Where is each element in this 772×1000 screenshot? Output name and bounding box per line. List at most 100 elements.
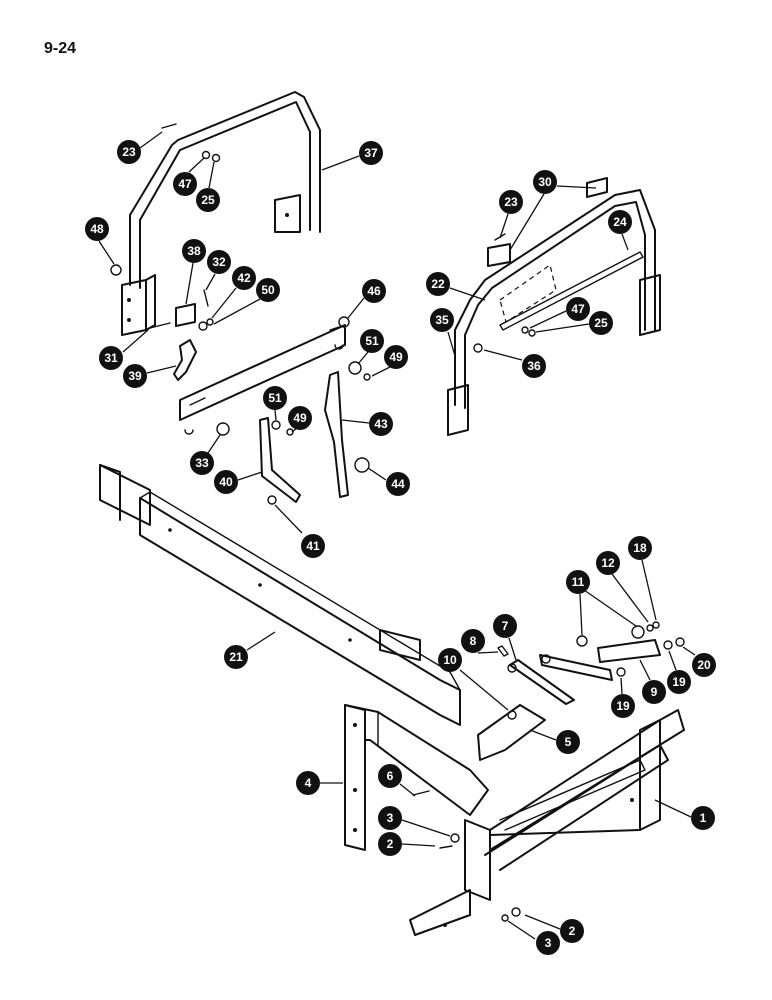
callout-3: 3 bbox=[378, 806, 451, 837]
svg-text:10: 10 bbox=[443, 653, 457, 667]
svg-text:31: 31 bbox=[104, 351, 118, 365]
callout-18: 18 bbox=[628, 536, 657, 621]
upright-post bbox=[344, 704, 489, 851]
callout-36: 36 bbox=[483, 349, 546, 378]
svg-text:2: 2 bbox=[387, 837, 394, 851]
callout-19: 19 bbox=[667, 650, 691, 694]
svg-text:9: 9 bbox=[651, 685, 658, 699]
svg-text:41: 41 bbox=[306, 539, 320, 553]
callout-39: 39 bbox=[123, 364, 177, 388]
callout-41: 41 bbox=[274, 504, 325, 558]
callout-5: 5 bbox=[529, 729, 580, 754]
callout-21: 21 bbox=[224, 631, 276, 669]
callout-49: 49 bbox=[288, 406, 312, 433]
svg-text:37: 37 bbox=[364, 146, 378, 160]
svg-text:25: 25 bbox=[201, 193, 215, 207]
svg-text:4: 4 bbox=[305, 776, 312, 790]
callout-35: 35 bbox=[430, 308, 456, 357]
callout-6: 6 bbox=[378, 764, 416, 797]
left-upper-guard bbox=[121, 91, 321, 336]
callout-32: 32 bbox=[205, 250, 231, 291]
svg-text:24: 24 bbox=[613, 215, 627, 229]
latch-assembly bbox=[149, 289, 214, 381]
callout-23: 23 bbox=[117, 131, 163, 164]
svg-text:19: 19 bbox=[616, 699, 630, 713]
callouts: 1 2 2 3 3 4 5 6 7 8 9 10 11 12 18 19 19 … bbox=[85, 131, 716, 955]
svg-text:6: 6 bbox=[387, 769, 394, 783]
callout-20: 20 bbox=[682, 646, 716, 677]
svg-text:47: 47 bbox=[178, 177, 192, 191]
upper-cross-bar bbox=[179, 316, 350, 435]
svg-text:39: 39 bbox=[128, 369, 142, 383]
callout-33: 33 bbox=[190, 434, 221, 475]
levers bbox=[216, 361, 371, 505]
svg-text:32: 32 bbox=[212, 255, 226, 269]
svg-text:3: 3 bbox=[387, 811, 394, 825]
callout-49: 49 bbox=[371, 345, 408, 377]
svg-text:48: 48 bbox=[90, 222, 104, 236]
svg-text:30: 30 bbox=[538, 175, 552, 189]
callout-19: 19 bbox=[611, 677, 635, 718]
svg-text:5: 5 bbox=[565, 735, 572, 749]
right-upper-guard bbox=[447, 177, 661, 436]
svg-text:49: 49 bbox=[293, 411, 307, 425]
top-left-hardware bbox=[110, 123, 221, 276]
callout-47: 47 bbox=[173, 157, 205, 196]
svg-text:35: 35 bbox=[435, 313, 449, 327]
callout-2: 2 bbox=[524, 914, 584, 943]
callout-12: 12 bbox=[596, 551, 649, 623]
svg-text:38: 38 bbox=[187, 244, 201, 258]
svg-text:7: 7 bbox=[502, 619, 509, 633]
svg-text:21: 21 bbox=[229, 650, 243, 664]
callout-7: 7 bbox=[493, 614, 517, 661]
linkage-parts bbox=[477, 621, 685, 761]
callout-31: 31 bbox=[99, 329, 149, 370]
svg-text:51: 51 bbox=[365, 334, 379, 348]
svg-text:46: 46 bbox=[367, 284, 381, 298]
svg-text:49: 49 bbox=[389, 350, 403, 364]
svg-text:51: 51 bbox=[268, 391, 282, 405]
callout-48: 48 bbox=[85, 217, 115, 265]
callout-24: 24 bbox=[608, 210, 632, 251]
callout-38: 38 bbox=[182, 239, 206, 305]
callout-2: 2 bbox=[378, 832, 436, 856]
callout-23: 23 bbox=[499, 190, 523, 239]
callout-46: 46 bbox=[347, 279, 386, 319]
callout-37: 37 bbox=[321, 141, 383, 171]
svg-text:18: 18 bbox=[633, 541, 647, 555]
svg-text:36: 36 bbox=[527, 359, 541, 373]
svg-text:8: 8 bbox=[470, 634, 477, 648]
svg-text:19: 19 bbox=[672, 675, 686, 689]
page-number: 9-24 bbox=[44, 40, 77, 57]
svg-text:43: 43 bbox=[374, 417, 388, 431]
callout-22: 22 bbox=[426, 272, 486, 301]
svg-text:23: 23 bbox=[504, 195, 518, 209]
svg-text:23: 23 bbox=[122, 145, 136, 159]
svg-text:1: 1 bbox=[700, 811, 707, 825]
svg-text:44: 44 bbox=[391, 477, 405, 491]
callout-10: 10 bbox=[438, 648, 509, 711]
callout-40: 40 bbox=[214, 470, 263, 494]
callout-4: 4 bbox=[296, 771, 343, 795]
svg-text:25: 25 bbox=[594, 316, 608, 330]
callout-11: 11 bbox=[566, 570, 637, 636]
callout-9: 9 bbox=[639, 659, 666, 704]
main-frame bbox=[409, 709, 685, 936]
svg-text:20: 20 bbox=[697, 658, 711, 672]
callout-42: 42 bbox=[211, 266, 256, 319]
svg-text:50: 50 bbox=[261, 283, 275, 297]
svg-text:11: 11 bbox=[572, 575, 585, 589]
callout-50: 50 bbox=[213, 278, 280, 325]
callout-8: 8 bbox=[461, 629, 499, 654]
callout-25: 25 bbox=[535, 311, 613, 335]
callout-1: 1 bbox=[654, 799, 715, 830]
svg-text:3: 3 bbox=[545, 936, 552, 950]
svg-text:42: 42 bbox=[237, 271, 251, 285]
svg-text:47: 47 bbox=[571, 302, 585, 316]
callout-25: 25 bbox=[196, 161, 220, 212]
svg-text:2: 2 bbox=[569, 924, 576, 938]
callout-43: 43 bbox=[341, 412, 393, 436]
callout-51: 51 bbox=[357, 329, 384, 365]
callout-3: 3 bbox=[507, 920, 560, 955]
